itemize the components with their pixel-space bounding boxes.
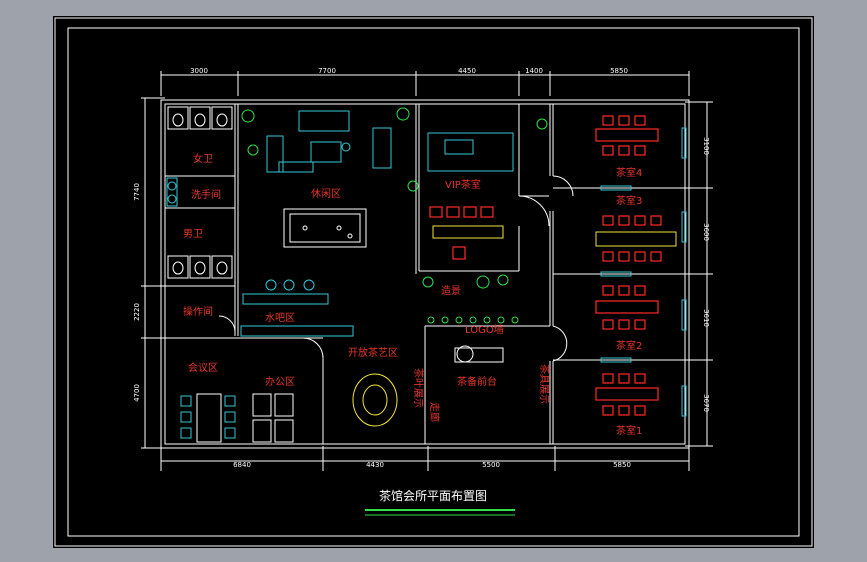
label-leisure: 休闲区	[311, 187, 341, 200]
dim-top-5: 5850	[610, 67, 628, 75]
label-male-wc: 男卫	[183, 228, 203, 240]
tea-room-2-table	[595, 285, 659, 330]
office-desks	[252, 393, 294, 443]
floor-plan: 3000 7700 4450 1400 5850 6840 4430 5500 …	[54, 17, 813, 547]
doors	[218, 175, 574, 362]
toilet-stalls	[167, 106, 233, 279]
dim-top-1: 3000	[190, 67, 208, 75]
interior-walls	[165, 104, 685, 444]
dim-right-1: 3100	[702, 137, 710, 155]
label-tea-room-2: 茶室2	[616, 339, 642, 352]
billiard-table	[283, 208, 367, 248]
top-dimension-line	[160, 71, 690, 96]
outer-frame	[54, 17, 813, 547]
tea-room-4-table	[595, 115, 659, 156]
dim-bottom-4: 5850	[613, 461, 631, 469]
label-tea-room-3: 茶室3	[616, 194, 642, 207]
dim-left-2: 2220	[133, 303, 141, 321]
label-corridor: 走廊	[428, 402, 441, 422]
label-rockery: 造景	[441, 284, 461, 297]
leisure-sofa-set	[266, 110, 392, 173]
label-front-desk: 茶备前台	[457, 375, 497, 388]
wash-basins	[166, 177, 178, 207]
dim-bottom-2: 4430	[366, 461, 384, 469]
dim-top-2: 7700	[318, 67, 336, 75]
water-bar-counter	[240, 279, 354, 337]
dim-right-3: 3610	[702, 309, 710, 327]
label-display-left: 茶叶展示	[412, 368, 425, 408]
label-tea-room-1: 茶室1	[616, 424, 642, 437]
vip-tea-table	[432, 225, 504, 239]
label-vip-tea: VIP茶室	[445, 178, 481, 191]
tea-room-windows	[600, 127, 687, 417]
inner-frame	[67, 27, 800, 537]
drawing-sheet: 3000 7700 4450 1400 5850 6840 4430 5500 …	[53, 16, 814, 548]
meeting-table	[196, 393, 222, 443]
tea-room-1-table	[595, 373, 659, 416]
label-water-bar: 水吧区	[265, 312, 295, 324]
dim-bottom-1: 6840	[233, 461, 251, 469]
dim-left-1: 7740	[133, 183, 141, 201]
dim-top-3: 4450	[458, 67, 476, 75]
label-logo-wall: LOGO墙	[465, 323, 504, 336]
label-female-wc: 女卫	[193, 152, 213, 165]
right-dimension-line	[685, 101, 713, 447]
dim-bottom-3: 5500	[482, 461, 500, 469]
label-display-right: 茶具展示	[538, 364, 551, 404]
tea-room-3-table	[595, 215, 677, 262]
dim-right-2: 3600	[702, 223, 710, 241]
label-operation: 操作间	[183, 305, 213, 318]
bottom-dimension-line	[160, 446, 690, 471]
vip-sofa-set	[427, 132, 514, 172]
label-meeting: 会议区	[188, 361, 218, 374]
dim-top-4: 1400	[525, 67, 543, 75]
dim-left-3: 4700	[133, 384, 141, 402]
meeting-chairs	[180, 395, 236, 439]
label-tea-room-4: 茶室4	[616, 166, 642, 179]
label-office: 办公区	[265, 375, 295, 388]
dim-right-4: 3670	[702, 394, 710, 412]
plants	[241, 107, 548, 324]
front-desk	[454, 345, 504, 363]
vip-chairs	[429, 206, 494, 260]
label-washroom: 洗手间	[191, 188, 221, 201]
drawing-title: 茶馆会所平面布置图	[379, 488, 487, 503]
open-tea-table	[352, 373, 398, 427]
label-open-tea: 开放茶艺区	[348, 346, 398, 359]
